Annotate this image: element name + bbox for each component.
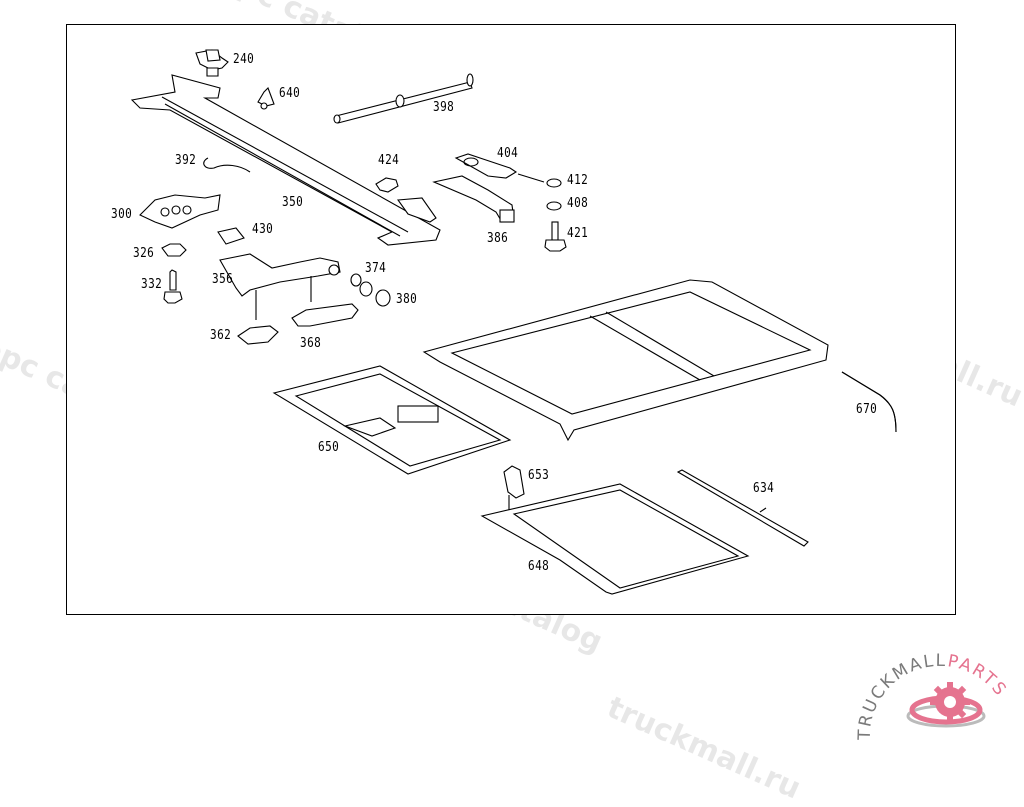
part-326-nut[interactable] <box>161 243 187 257</box>
part-label[interactable]: 392 <box>175 153 197 168</box>
part-398-rod[interactable] <box>333 73 474 124</box>
part-300-bracket[interactable] <box>139 194 221 229</box>
part-408-washer[interactable] <box>546 201 562 211</box>
part-374-roller[interactable] <box>350 273 373 297</box>
part-label[interactable]: 634 <box>753 481 775 496</box>
part-label[interactable]: 356 <box>212 272 234 287</box>
part-430-clip[interactable] <box>217 227 245 245</box>
part-label[interactable]: 368 <box>300 336 322 351</box>
part-392-spring[interactable] <box>203 157 251 173</box>
part-362-pad[interactable] <box>237 325 279 345</box>
part-650-headliner-panel[interactable] <box>272 365 512 475</box>
parts-diagram <box>130 49 897 595</box>
part-label[interactable]: 640 <box>279 86 301 101</box>
part-label[interactable]: 412 <box>567 173 589 188</box>
part-404-plate[interactable] <box>454 153 545 183</box>
part-label[interactable]: 421 <box>567 226 589 241</box>
part-label[interactable]: 374 <box>365 261 387 276</box>
part-label[interactable]: 380 <box>396 292 418 307</box>
part-386-bracket[interactable] <box>432 175 515 223</box>
part-648-sliding-frame[interactable] <box>480 483 750 595</box>
part-412-washer[interactable] <box>546 178 562 188</box>
part-421-bolt[interactable] <box>544 221 567 252</box>
part-label[interactable]: 653 <box>528 468 550 483</box>
part-368-slider[interactable] <box>291 303 359 327</box>
part-label[interactable]: 332 <box>141 277 163 292</box>
part-380-washer[interactable] <box>375 289 391 307</box>
part-label[interactable]: 362 <box>210 328 232 343</box>
part-label[interactable]: 650 <box>318 440 340 455</box>
part-424-clip[interactable] <box>375 177 399 193</box>
part-653-bracket[interactable] <box>503 465 525 516</box>
gear-icon <box>906 682 986 728</box>
part-label[interactable]: 350 <box>282 195 304 210</box>
part-label[interactable]: 398 <box>433 100 455 115</box>
part-label[interactable]: 300 <box>111 207 133 222</box>
truckmall-parts-logo: TRUCKMALLPARTS <box>850 651 1024 750</box>
part-label[interactable]: 386 <box>487 231 509 246</box>
part-sunroof-frame[interactable] <box>422 279 829 442</box>
part-label[interactable]: 408 <box>567 196 589 211</box>
part-label[interactable]: 326 <box>133 246 155 261</box>
part-350-guide-rail[interactable] <box>130 74 441 246</box>
part-634-seal-strip[interactable] <box>676 469 809 547</box>
part-label[interactable]: 424 <box>378 153 400 168</box>
part-label[interactable]: 648 <box>528 559 550 574</box>
part-label[interactable]: 240 <box>233 52 255 67</box>
part-label[interactable]: 670 <box>856 402 878 417</box>
part-240-clip[interactable] <box>195 49 229 77</box>
part-640-clip[interactable] <box>257 87 275 110</box>
part-label[interactable]: 404 <box>497 146 519 161</box>
part-label[interactable]: 430 <box>252 222 274 237</box>
part-332-screw[interactable] <box>163 269 183 304</box>
part-356-lever[interactable] <box>219 253 341 320</box>
